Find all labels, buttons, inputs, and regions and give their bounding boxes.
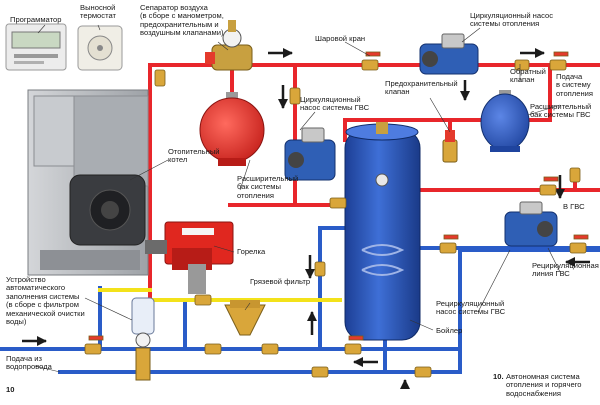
- label-auto-fill: Устройство автоматического заполнения си…: [6, 275, 85, 327]
- valve-hot-left: [154, 69, 166, 87]
- page-number: 10: [6, 385, 15, 394]
- label-heating-pump: Циркуляционный насос системы отопления: [470, 11, 553, 29]
- valve-dhw-branch: [569, 167, 581, 183]
- label-heating-exp-tank: Расширительный бак системы отопления: [237, 174, 299, 200]
- dhw-circulation-pump: [284, 127, 336, 181]
- valve-dhw-riser: [289, 87, 301, 105]
- valve-lower-2: [414, 366, 432, 378]
- cold-pipe-tank-feed: [318, 226, 347, 351]
- label-to-dhw: В ГВС: [563, 202, 585, 211]
- valve-lower-1: [311, 366, 329, 378]
- label-safety-valve: Предохранительный клапан: [385, 79, 458, 97]
- programmer-device: [5, 23, 67, 71]
- valve-dhw-out: [539, 176, 559, 196]
- label-air-separator: Сепаратор воздуха (в сборе с манометром,…: [140, 3, 224, 38]
- dhw-recirculation-pump: [504, 201, 558, 247]
- caption-text: Автономная система отопления и горячего …: [506, 372, 582, 398]
- ball-valve: [361, 51, 381, 71]
- hot-pipe-dhw-top: [343, 63, 552, 142]
- label-recirc-line: Рециркуляционная линия ГВС: [532, 261, 599, 279]
- valve-bottom-3: [261, 343, 279, 355]
- valve-recirc-left: [439, 234, 459, 254]
- label-remote-thermostat: Выносной термостат: [80, 3, 117, 21]
- heating-circulation-pump: [419, 33, 479, 75]
- auto-fill-device: [131, 297, 155, 381]
- safety-valve: [442, 130, 458, 163]
- label-heating-supply: Подача в систему отопления: [556, 72, 593, 98]
- valve-bottom-4: [344, 335, 364, 355]
- label-burner: Горелка: [237, 247, 266, 256]
- dhw-expansion-tank: [480, 90, 530, 152]
- valve-recirc-right: [569, 234, 589, 254]
- air-separator: [205, 20, 253, 71]
- valve-cold-riser: [314, 261, 326, 277]
- heating-boiler: [27, 89, 149, 276]
- flow-arrows: [22, 48, 590, 389]
- burner: [145, 221, 234, 294]
- label-dhw-exp-tank: Расширительный бак системы ГВС: [530, 102, 592, 120]
- valve-bottom-1: [84, 335, 104, 355]
- valve-yellow-1: [194, 294, 212, 306]
- caption-number: 10.: [493, 372, 504, 381]
- valve-top-right: [549, 51, 569, 71]
- valve-dhw-mid: [329, 197, 347, 209]
- thermostat-device: [77, 25, 123, 71]
- valve-bottom-2: [204, 343, 222, 355]
- check-valve: [514, 59, 530, 71]
- label-water-supply: Подача из водопровода: [6, 354, 52, 372]
- boiler-tank: [344, 122, 421, 341]
- leader-lines: [34, 24, 561, 373]
- label-recirc-pump: Рециркуляционный насос системы ГВС: [436, 299, 506, 317]
- label-ball-valve: Шаровой кран: [315, 34, 366, 43]
- label-mud-filter: Грязевой фильтр: [250, 277, 311, 286]
- heating-expansion-tank: [199, 92, 265, 166]
- label-programmer: Программатор: [10, 15, 62, 24]
- valves: [84, 51, 589, 378]
- label-boiler-tank: Бойлер: [436, 326, 463, 335]
- label-heating-boiler: Отопительный котел: [168, 147, 220, 165]
- mud-filter: [224, 300, 266, 336]
- label-check-valve: Обратный клапан: [510, 67, 546, 85]
- label-dhw-pump: Циркуляционный насос системы ГВС: [300, 95, 370, 113]
